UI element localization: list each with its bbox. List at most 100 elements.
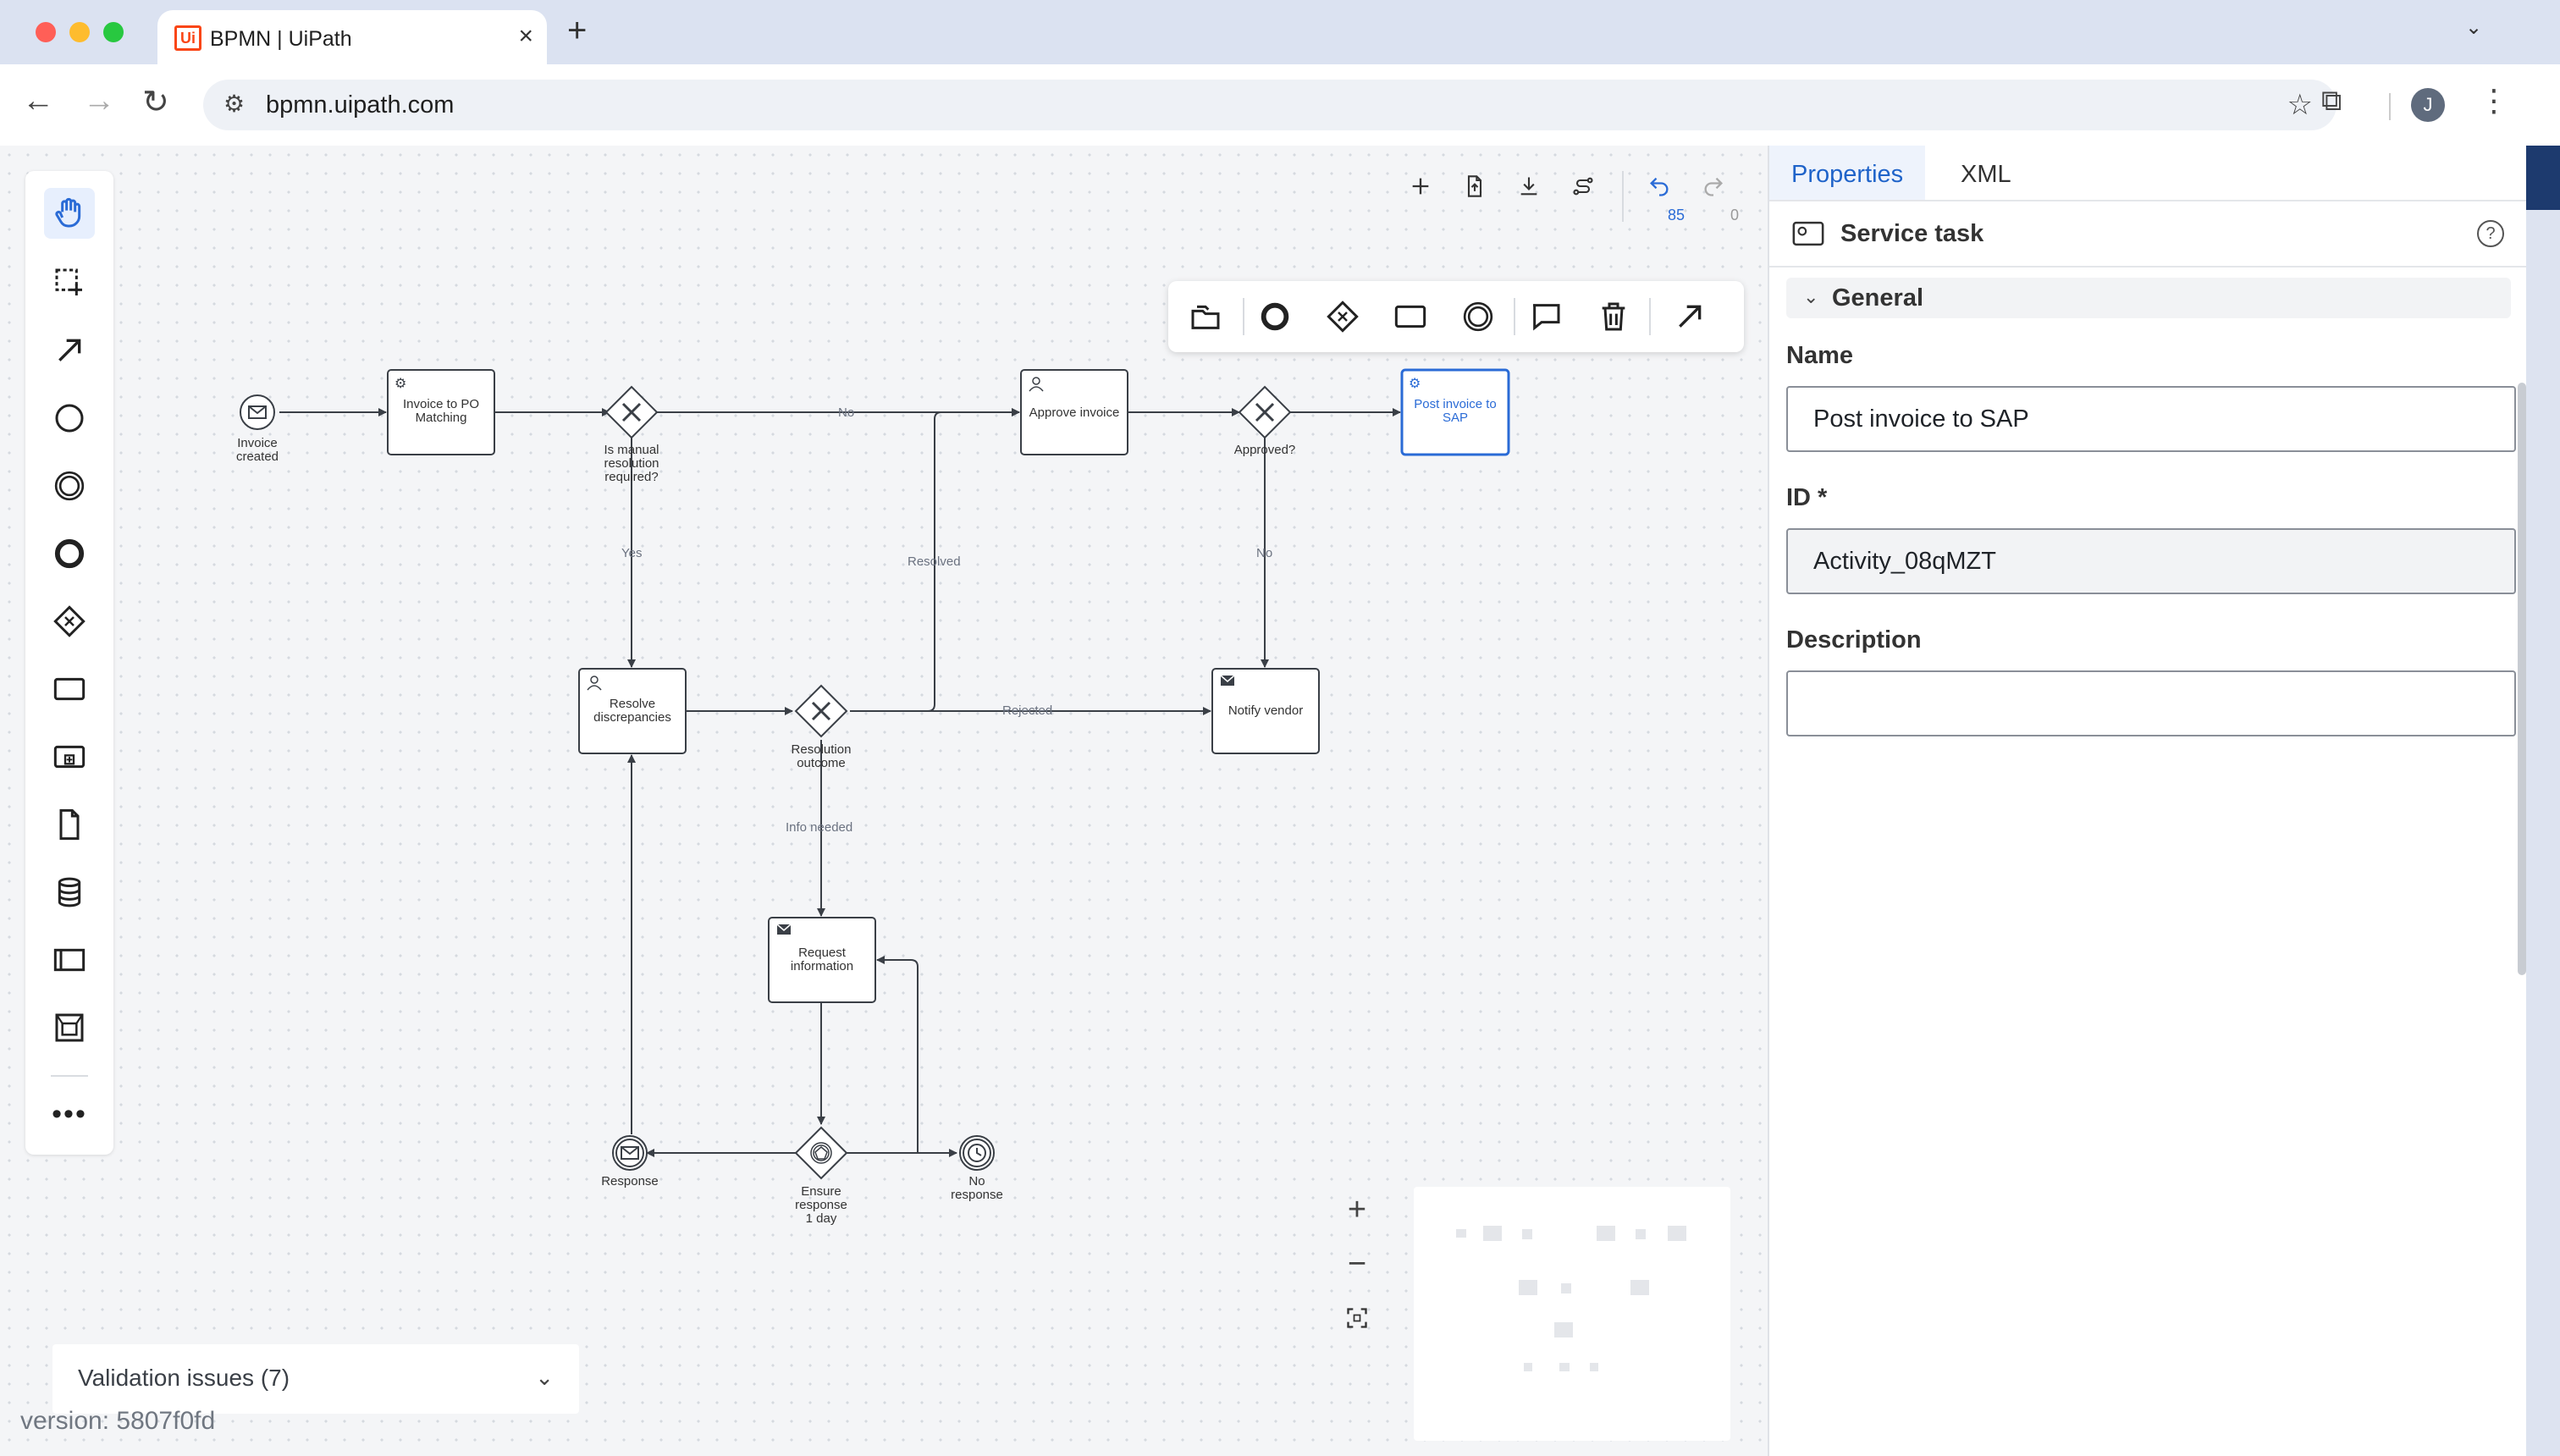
- help-icon[interactable]: ?: [2477, 220, 2504, 247]
- minimap-node: [1554, 1322, 1573, 1337]
- end-event-icon[interactable]: [44, 528, 95, 579]
- bpmn-diagram[interactable]: No Yes Resolved No Rejected Info needed …: [0, 146, 1768, 1456]
- intermediate-event-icon[interactable]: [44, 461, 95, 511]
- extensions-icon[interactable]: ⧉: [2321, 85, 2342, 117]
- id-field[interactable]: [1786, 528, 2516, 594]
- exclusive-gateway-approved[interactable]: Approved?: [1234, 385, 1296, 457]
- back-arrow-icon[interactable]: ←: [22, 83, 54, 119]
- delete-icon[interactable]: [1592, 295, 1636, 339]
- diagram-canvas[interactable]: No Yes Resolved No Rejected Info needed …: [0, 146, 1768, 1456]
- svg-text:Resolution: Resolution: [792, 742, 852, 757]
- name-field[interactable]: [1786, 386, 2516, 452]
- validation-issues-panel[interactable]: Validation issues (7) ⌄: [52, 1344, 579, 1414]
- svg-text:Invoice: Invoice: [237, 436, 278, 450]
- redo-count: 0: [1730, 207, 1740, 223]
- send-task-request-information[interactable]: Request information: [768, 917, 876, 1003]
- hand-tool-icon[interactable]: [44, 188, 95, 239]
- user-task-approve-invoice[interactable]: Approve invoice: [1020, 369, 1128, 455]
- pool-icon[interactable]: [44, 935, 95, 985]
- tab-xml[interactable]: XML: [1961, 161, 2011, 188]
- tab-properties[interactable]: Properties: [1769, 146, 1926, 200]
- lasso-tool-icon[interactable]: [44, 257, 95, 308]
- exclusive-gateway-manual-resolution[interactable]: Is manual resolution required?: [604, 385, 659, 484]
- data-store-icon[interactable]: [44, 867, 95, 918]
- element-type-title: Service task: [1840, 220, 1984, 247]
- edge-label-info-needed: Info needed: [786, 820, 852, 835]
- forward-arrow-icon[interactable]: →: [83, 83, 115, 119]
- data-object-icon[interactable]: [44, 799, 95, 850]
- bpmn-app: No Yes Resolved No Rejected Info needed …: [0, 146, 2526, 1456]
- gateway-icon[interactable]: [44, 596, 95, 647]
- redo-icon[interactable]: [1695, 168, 1732, 205]
- fit-viewport-icon[interactable]: [1336, 1297, 1378, 1339]
- minimize-window-button[interactable]: [69, 22, 90, 42]
- message-catch-event-response[interactable]: Response: [601, 1135, 659, 1189]
- start-event-icon[interactable]: [44, 393, 95, 444]
- zoom-in-icon[interactable]: +: [1347, 1191, 1367, 1227]
- version-label: version: 5807f0fd: [20, 1407, 216, 1435]
- address-bar[interactable]: ⚙ bpmn.uipath.com ☆: [203, 80, 2337, 130]
- maximize-window-button[interactable]: [103, 22, 124, 42]
- change-type-icon[interactable]: [1183, 295, 1228, 339]
- append-intermediate-event-icon[interactable]: [1456, 295, 1500, 339]
- profile-avatar[interactable]: J: [2411, 88, 2445, 122]
- download-icon[interactable]: [1510, 168, 1548, 205]
- add-icon[interactable]: [1402, 168, 1439, 205]
- exclusive-gateway-resolution-outcome[interactable]: Resolution outcome: [792, 684, 852, 770]
- chevron-down-icon: ⌄: [1803, 286, 1819, 307]
- more-tools-icon[interactable]: •••: [52, 1097, 87, 1130]
- url-text[interactable]: bpmn.uipath.com: [266, 91, 455, 119]
- side-panel-tab[interactable]: [2526, 146, 2560, 210]
- connect-tool-icon[interactable]: [44, 325, 95, 376]
- edge-label-no: No: [1256, 546, 1272, 560]
- browser-menu-icon[interactable]: ⋮: [2479, 83, 2509, 118]
- layout-route-icon[interactable]: [1564, 168, 1602, 205]
- svg-text:response: response: [951, 1188, 1003, 1202]
- svg-text:Resolve: Resolve: [610, 697, 655, 711]
- undo-icon[interactable]: [1641, 168, 1678, 205]
- append-task-icon[interactable]: [1388, 295, 1432, 339]
- description-field[interactable]: [1786, 670, 2516, 736]
- user-task-resolve-discrepancies[interactable]: Resolve discrepancies: [578, 668, 687, 754]
- append-gateway-icon[interactable]: [1321, 295, 1365, 339]
- send-task-notify-vendor[interactable]: Notify vendor: [1211, 668, 1320, 754]
- close-tab-icon[interactable]: ×: [518, 22, 533, 50]
- general-group-header[interactable]: ⌄ General: [1786, 278, 2511, 318]
- close-window-button[interactable]: [36, 22, 56, 42]
- properties-scrollbar[interactable]: [2518, 383, 2526, 975]
- svg-text:Response: Response: [601, 1174, 659, 1189]
- minimap-node: [1630, 1280, 1649, 1295]
- validation-issues-label: Validation issues (7): [78, 1365, 290, 1391]
- reload-icon[interactable]: ↻: [142, 85, 169, 120]
- add-annotation-icon[interactable]: [1524, 295, 1568, 339]
- svg-text:created: created: [236, 449, 279, 464]
- browser-tab[interactable]: Ui BPMN | UiPath ×: [157, 10, 547, 64]
- svg-text:response: response: [795, 1198, 847, 1212]
- svg-text:Notify vendor: Notify vendor: [1228, 703, 1303, 718]
- minimap-node: [1519, 1280, 1537, 1295]
- append-end-event-icon[interactable]: [1253, 295, 1297, 339]
- new-tab-button[interactable]: +: [567, 12, 588, 49]
- svg-text:Invoice to PO: Invoice to PO: [403, 397, 479, 411]
- bookmark-star-icon[interactable]: ☆: [2287, 89, 2313, 121]
- svg-text:Approve invoice: Approve invoice: [1029, 405, 1120, 420]
- event-based-gateway-ensure-response[interactable]: Ensure response 1 day: [794, 1126, 848, 1226]
- undo-count: 85: [1668, 207, 1686, 223]
- properties-tabs: Properties XML: [1769, 146, 2526, 201]
- service-task-post-invoice-selected[interactable]: ⚙ Post invoice to SAP: [1400, 368, 1510, 456]
- timer-event-no-response[interactable]: No response: [951, 1135, 1003, 1202]
- site-info-icon[interactable]: ⚙: [223, 91, 246, 117]
- minimap[interactable]: [1414, 1187, 1730, 1441]
- start-event-invoice-created[interactable]: Invoice created: [236, 394, 279, 464]
- connect-arrow-icon[interactable]: [1668, 295, 1712, 339]
- tab-search-dropdown-icon[interactable]: ⌄: [2464, 16, 2483, 39]
- import-file-icon[interactable]: [1456, 168, 1493, 205]
- svg-text:Is manual: Is manual: [604, 443, 659, 457]
- chevron-down-icon[interactable]: ⌄: [535, 1365, 554, 1390]
- sequence-flows[interactable]: [279, 408, 1401, 1157]
- zoom-out-icon[interactable]: −: [1347, 1245, 1367, 1282]
- task-icon[interactable]: [44, 664, 95, 714]
- service-task-invoice-po-matching[interactable]: ⚙ Invoice to PO Matching: [387, 369, 495, 455]
- group-icon[interactable]: [44, 1002, 95, 1053]
- subprocess-icon[interactable]: [44, 731, 95, 782]
